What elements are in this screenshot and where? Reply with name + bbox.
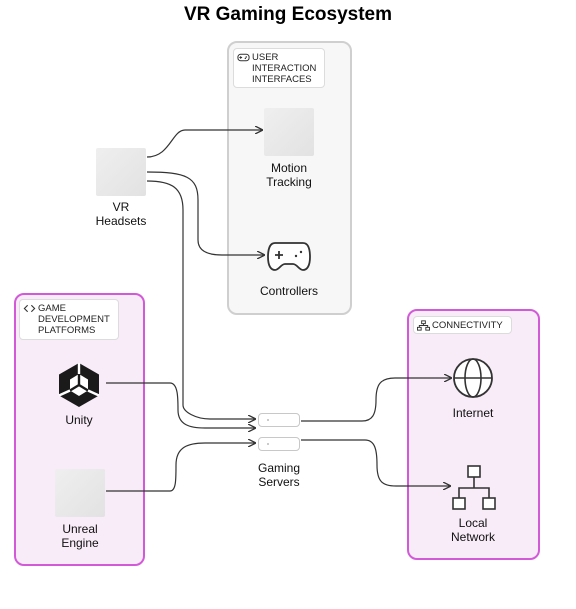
group-label-user-interaction: USER INTERACTION INTERFACES [233, 48, 325, 88]
unreal-engine-image [55, 469, 105, 517]
gamepad-icon [237, 53, 250, 62]
group-label-text: USER INTERACTION INTERFACES [252, 52, 317, 85]
group-label-text: GAME DEVELOPMENT PLATFORMS [38, 303, 110, 336]
label-line: Headsets [95, 214, 147, 228]
internet-label: Internet [452, 406, 494, 420]
server-icon [258, 413, 300, 427]
diagram-title: VR Gaming Ecosystem [183, 4, 393, 25]
controllers-label: Controllers [259, 284, 319, 298]
edge-unreal-to-servers [106, 443, 255, 492]
label-line: VR [112, 200, 130, 214]
edge-servers-to-internet [301, 378, 451, 422]
code-icon [23, 304, 36, 313]
label-line: Unreal [62, 522, 98, 536]
edge-vr-to-servers [146, 180, 255, 419]
group-connectivity [407, 309, 540, 560]
edge-vr-to-controllers [146, 171, 264, 255]
local-network-label: Local Network [433, 516, 513, 544]
label-line: Motion [270, 161, 308, 175]
unity-label: Unity [65, 413, 93, 427]
group-label-text: CONNECTIVITY [432, 320, 503, 331]
vr-headsets-label: VR Headsets [81, 200, 161, 228]
label-line: Servers [258, 475, 300, 489]
network-icon [452, 465, 496, 510]
edge-servers-to-local-network [301, 439, 450, 486]
motion-tracking-image [264, 108, 314, 156]
label-line: Network [450, 530, 495, 544]
label-line: Tracking [266, 175, 312, 189]
network-icon [417, 320, 430, 331]
edge-vr-to-motion [146, 130, 262, 158]
gamepad-icon [267, 242, 311, 271]
motion-tracking-label: Motion Tracking [249, 161, 329, 189]
vr-headsets-image [96, 148, 146, 196]
edge-unity-to-servers [106, 382, 255, 428]
group-label-connectivity: CONNECTIVITY [413, 316, 512, 334]
globe-icon [453, 358, 493, 398]
unreal-engine-label: Unreal Engine [40, 522, 120, 550]
label-line: Local [458, 516, 488, 530]
server-icon [258, 437, 300, 451]
label-line: Engine [61, 536, 99, 550]
gaming-servers-label: Gaming Servers [239, 461, 319, 489]
group-label-game-development: GAME DEVELOPMENT PLATFORMS [19, 299, 119, 340]
unity-logo-icon [58, 363, 100, 407]
label-line: Gaming [257, 461, 301, 475]
